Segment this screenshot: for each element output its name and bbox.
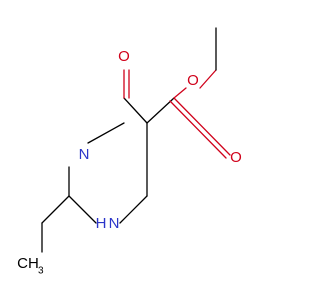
ch3-label: CH bbox=[17, 255, 39, 272]
bond-c2-ch2 bbox=[41, 195, 70, 224]
nh-n-label: N bbox=[109, 215, 120, 232]
bond-c5-ester-c bbox=[146, 97, 175, 124]
bond-o-ch2 bbox=[199, 69, 217, 89]
bond-ester-c-o-double-1 bbox=[173, 97, 231, 156]
bond-ester-c-o bbox=[173, 87, 187, 99]
bond-c6-c1 bbox=[119, 195, 148, 224]
ch3-subscript: 3 bbox=[38, 266, 44, 277]
n-ring-label: N bbox=[79, 146, 90, 163]
bond-ester-c-o-double-2 bbox=[169, 100, 227, 159]
atom-labels: O O O N H N CH 3 bbox=[17, 48, 242, 277]
chemical-structure: O O O N H N CH 3 bbox=[17, 27, 242, 277]
o-carbonyl-ester-label: O bbox=[230, 149, 242, 166]
o-ester-label: O bbox=[187, 72, 199, 89]
nh-h-label: H bbox=[96, 215, 107, 232]
bond-c1-c2 bbox=[68, 195, 97, 224]
bond-n3-c4 bbox=[87, 122, 125, 144]
bond-c4-c5 bbox=[123, 97, 148, 124]
bonds bbox=[41, 27, 231, 253]
o-carbonyl-ring-label: O bbox=[118, 48, 130, 65]
